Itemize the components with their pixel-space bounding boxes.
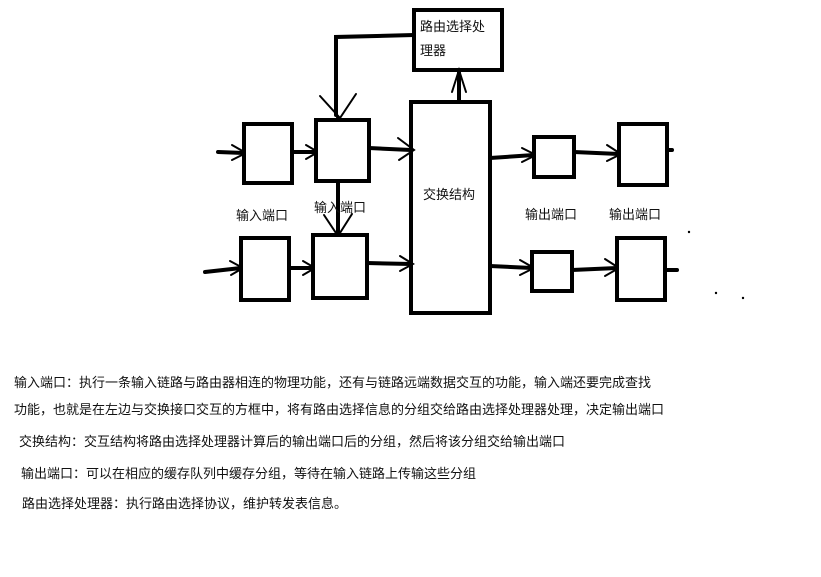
stray-dot	[741, 296, 745, 300]
router-architecture-diagram: 路由选择处 理器 交换结构 输入端口	[203, 8, 745, 315]
stray-dot	[714, 291, 718, 295]
input-port-label-b: 输入端口	[314, 200, 366, 216]
row1-output-port-left	[532, 135, 576, 179]
row1-to-fabric-link	[367, 146, 413, 152]
row2-input-port-right	[311, 233, 369, 300]
row2-input-port-left	[239, 236, 291, 302]
routing-processor-block: 路由选择处 理器	[412, 8, 504, 72]
output-port-label-a: 输出端口	[525, 207, 577, 223]
processor-to-input-line	[334, 33, 416, 117]
row2-fabric-to-output-link	[488, 264, 534, 270]
routing-processor-description: 路由选择处理器：执行路由选择协议，维护转发表信息。	[22, 497, 348, 512]
row1-input-port-right	[314, 118, 371, 183]
input-port-label-a: 输入端口	[236, 208, 288, 224]
row1-to-fabric-arrowhead	[397, 137, 416, 161]
input-port-description-line2: 功能，也就是在左边与交换接口交互的方框中，将有路由选择信息的分组交给路由选择处理…	[14, 403, 665, 418]
row1-input-port-left	[242, 122, 294, 185]
row1-input-link	[216, 150, 246, 155]
routing-processor-box	[412, 8, 504, 72]
row2-between-outputs-link	[570, 266, 619, 272]
routing-processor-label-line2: 理器	[420, 44, 446, 59]
routing-processor-label-line1: 路由选择处	[420, 19, 485, 35]
switch-fabric-label: 交换结构	[423, 187, 475, 203]
row1-fabric-to-output-link	[488, 153, 536, 160]
fabric-to-processor-arrowhead	[451, 66, 467, 93]
row2-output-port-right	[615, 236, 667, 302]
output-port-label-b: 输出端口	[609, 207, 661, 223]
input-port-description-line1: 输入端口：执行一条输入链路与路由器相连的物理功能，还有与链路远端数据交互的功能，…	[14, 376, 652, 391]
row1-between-outputs-link	[572, 150, 621, 156]
row2-output-port-left	[530, 250, 574, 293]
switch-fabric-box	[409, 100, 492, 315]
switch-fabric-description: 交换结构：交互结构将路由选择处理器计算后的输出端口后的分组，然后将该分组交给输出…	[19, 435, 566, 450]
row1-output-port-right	[617, 122, 669, 187]
switch-fabric-block: 交换结构	[409, 100, 492, 315]
stray-dot	[687, 230, 691, 234]
output-port-description: 输出端口：可以在相应的缓存队列中缓存分组，等待在输入链路上传输这些分组	[21, 467, 477, 482]
row2-to-fabric-arrowhead	[399, 255, 416, 272]
row2-input-link	[203, 266, 243, 274]
row2-to-fabric-link	[365, 261, 413, 266]
